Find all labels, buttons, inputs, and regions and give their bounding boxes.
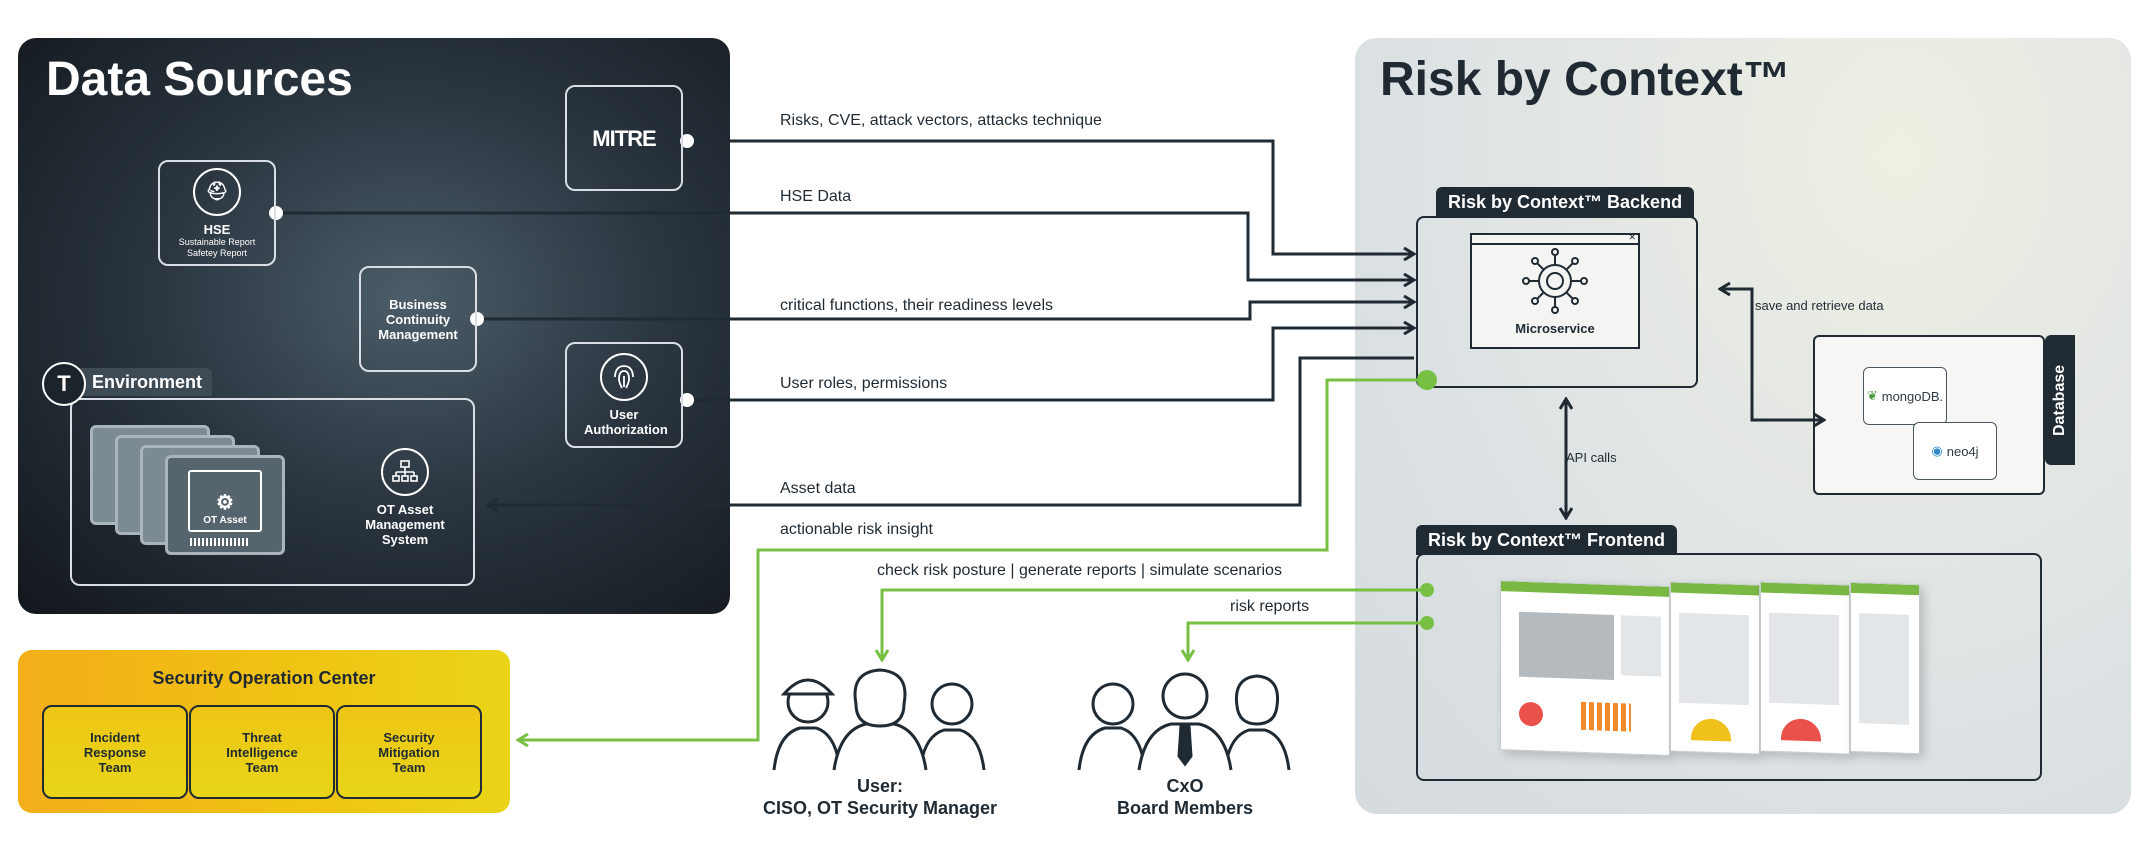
dashboard-header [1671, 582, 1759, 596]
user-auth-label: User Authorization [584, 407, 668, 437]
donut-chart [1519, 701, 1543, 727]
soc-team-threat-intelligence: Threat Intelligence Team [189, 705, 335, 799]
dashboard-header [1761, 582, 1849, 596]
mongodb-label: mongoDB. [1881, 388, 1944, 404]
bar-chart [1581, 701, 1631, 732]
side-panel [1621, 615, 1661, 677]
cxo-persona-label: CxO Board Members [1045, 775, 1325, 819]
gauge-chart [1691, 718, 1731, 742]
wire-user-actions [882, 588, 1427, 660]
flow-label-user-auth: User roles, permissions [780, 375, 948, 392]
ot-asset-screen: ⚙ OT Asset [188, 470, 262, 532]
detail-panel [1769, 612, 1839, 706]
user-auth-box: User Authorization [565, 342, 683, 448]
user-persona-label: User: CISO, OT Security Manager [740, 775, 1020, 819]
user-persona-line1: User: [856, 776, 904, 796]
microservice-window: ✕ Microservice [1470, 232, 1640, 349]
bcm-label: Business Continuity Management [378, 296, 458, 342]
ot-logo-letter: T [57, 371, 71, 396]
flow-label-asset: Asset data [780, 480, 856, 497]
window-titlebar: ✕ [1472, 232, 1638, 245]
microservice-icon [1522, 248, 1588, 314]
flow-label-save-retrieve: save and retrieve data [1755, 298, 1884, 313]
hierarchy-icon [381, 447, 429, 496]
backend-tab: Risk by Context™ Backend [1436, 187, 1695, 217]
soc-team-security-mitigation: Security Mitigation Team [336, 705, 482, 799]
flow-label-hse: HSE Data [780, 188, 852, 205]
dashboard-screenshot-1 [1500, 580, 1670, 756]
ot-asset-label: OT Asset [203, 515, 247, 526]
ot-asset-management-system: OT Asset Management System [350, 442, 460, 552]
flow-label-mitre: Risks, CVE, attack vectors, attacks tech… [780, 112, 1102, 129]
soc-team-label: Incident Response Team [83, 729, 147, 775]
cxo-persona-icon [1077, 672, 1291, 771]
soc-team-incident-response: Incident Response Team [42, 705, 188, 799]
world-map [1519, 611, 1614, 681]
flow-label-api: API calls [1566, 450, 1617, 465]
microservice-label: Microservice [1515, 321, 1595, 336]
leaf-icon: ❦ [1866, 388, 1878, 403]
neo4j-label: neo4j [1946, 443, 1979, 459]
bcm-box: Business Continuity Management [359, 266, 477, 372]
detail-panel [1859, 613, 1909, 725]
user-persona-line2: CISO, OT Security Manager [762, 798, 998, 818]
ot-ams-label: OT Asset Management System [365, 501, 445, 547]
cxo-persona-line1: CxO [1166, 776, 1204, 796]
neo4j-logo: ◉neo4j [1913, 422, 1997, 480]
hse-line1: Sustainable Report [178, 236, 256, 247]
frontend-tab: Risk by Context™ Frontend [1416, 525, 1678, 555]
hse-box: ⛑ HSE Sustainable Report Safetey Report [158, 160, 276, 266]
dashboard-screenshot-3 [1760, 581, 1850, 755]
fingerprint-icon [600, 353, 648, 401]
mitre-box: MITRE [565, 85, 683, 191]
database-tab: Database [2045, 335, 2075, 465]
graph-node-icon: ◉ [1931, 443, 1943, 458]
hse-helmet-icon: ⛑ [193, 167, 241, 216]
flow-label-reports: risk reports [1230, 598, 1310, 615]
close-icon: ✕ [1628, 232, 1636, 242]
ot-asset-device: ⚙ OT Asset [165, 455, 285, 555]
soc-team-label: Threat Intelligence Team [226, 729, 298, 775]
barcode-icon [190, 538, 250, 546]
mitre-label: MITRE [592, 125, 656, 151]
hse-line2: Safetey Report [186, 247, 248, 258]
flow-label-user-actions: check risk posture | generate reports | … [877, 562, 1282, 579]
cxo-persona-line2: Board Members [1116, 798, 1254, 818]
risk-by-context-title: Risk by Context™ [1380, 53, 1791, 106]
dashboard-header [1851, 582, 1919, 596]
ot-asset-icon: ⚙ [216, 492, 234, 514]
soc-team-label: Security Mitigation Team [378, 729, 440, 775]
flow-label-insight: actionable risk insight [780, 521, 933, 538]
data-sources-title: Data Sources [46, 53, 353, 106]
ot-environment-box [70, 398, 475, 586]
dashboard-screenshot-2 [1670, 581, 1760, 755]
gauge-chart [1781, 718, 1821, 742]
ot-logo-icon: T [42, 362, 86, 406]
detail-panel [1679, 612, 1749, 706]
user-persona-icon [772, 668, 986, 771]
flow-label-bcm: critical functions, their readiness leve… [780, 297, 1054, 314]
dashboard-screenshot-4 [1850, 581, 1920, 755]
soc-title: Security Operation Center [152, 668, 376, 688]
hse-title: HSE [203, 221, 231, 237]
mongodb-logo: ❦mongoDB. [1863, 367, 1947, 425]
backend-box [1416, 216, 1698, 388]
